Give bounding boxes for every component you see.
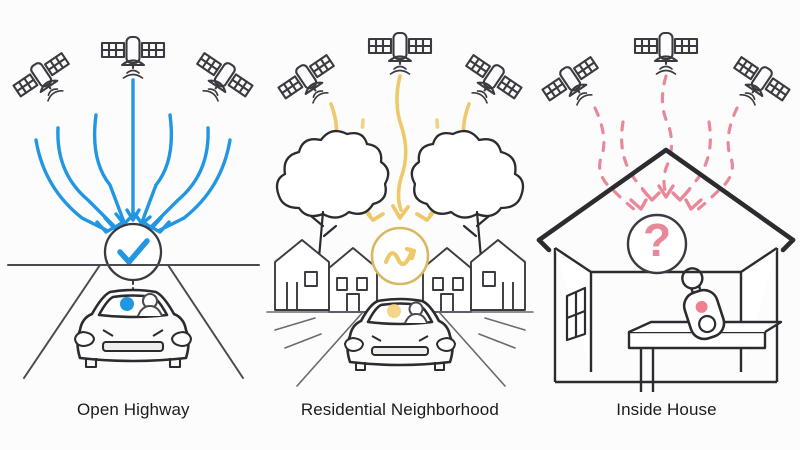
tree <box>410 129 524 219</box>
panel-open-highway: Open Highway <box>0 0 267 450</box>
satellite-icon <box>464 54 523 104</box>
panel-residential-neighborhood: Residential Neighborhood <box>265 0 534 450</box>
satellite-icon <box>733 56 791 106</box>
satellite-icon <box>196 52 254 102</box>
tree-trunk <box>462 210 490 260</box>
status-badge-question: ? <box>626 213 688 275</box>
panel-caption: Residential Neighborhood <box>300 400 499 419</box>
road <box>6 263 260 379</box>
signal-arrowheads <box>95 208 171 234</box>
status-badge-check <box>103 222 163 282</box>
check-icon <box>117 238 150 265</box>
car-signal-indicator <box>386 303 401 318</box>
driver-figure <box>403 301 428 324</box>
satellite-icon <box>100 35 166 79</box>
scene-residential-neighborhood <box>265 0 534 395</box>
tracker-led <box>695 300 708 313</box>
satellite-icon <box>541 56 600 106</box>
signal-arrowheads <box>629 184 703 211</box>
panel-caption: Open Highway <box>76 400 190 419</box>
signal-beams <box>34 78 232 232</box>
satellite-icon <box>634 31 699 75</box>
scene-open-highway <box>0 0 267 395</box>
house <box>273 239 330 311</box>
wavy-signal-arrowhead <box>404 246 416 261</box>
tree-trunk <box>309 210 337 260</box>
window <box>566 286 587 342</box>
house <box>469 239 526 311</box>
car-signal-indicator <box>119 296 134 311</box>
car <box>73 288 193 369</box>
house-roof <box>536 147 796 253</box>
keyfob-tracker <box>681 267 726 341</box>
house <box>327 247 378 313</box>
house-walls <box>553 247 779 384</box>
panel-caption: Inside House <box>616 400 717 419</box>
wavy-signal-icon <box>383 248 414 266</box>
satellite-icon <box>12 52 70 102</box>
panel-inside-house: ? Ins <box>533 0 800 450</box>
tree <box>275 129 389 219</box>
tracker-button <box>698 314 717 334</box>
house <box>421 247 472 313</box>
scene-inside-house: ? <box>533 0 800 395</box>
question-mark-icon: ? <box>643 214 671 266</box>
satellite-icon <box>277 54 335 104</box>
status-badge-wavy <box>370 226 429 286</box>
satellite-icon <box>367 31 432 75</box>
driver-figure <box>137 292 163 317</box>
car <box>343 297 456 371</box>
